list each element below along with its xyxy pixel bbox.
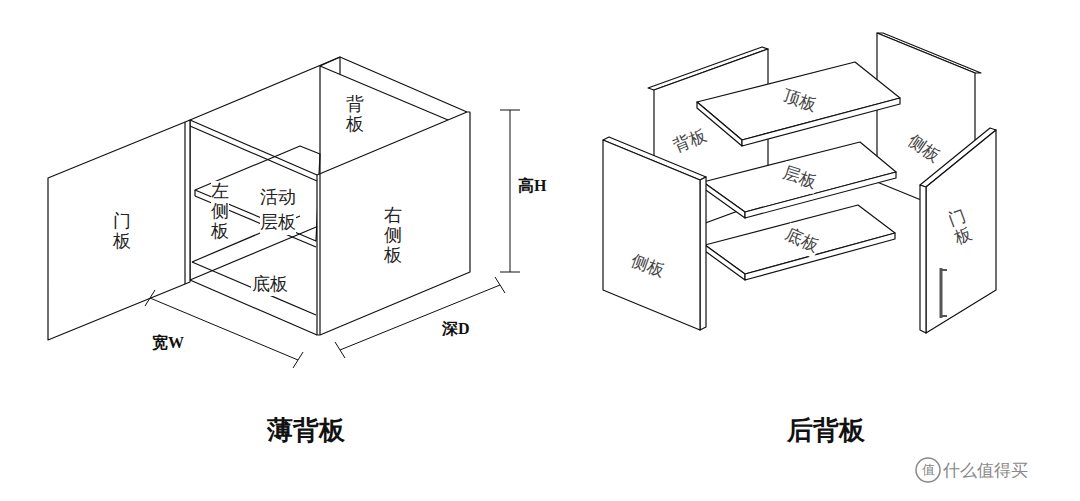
part-name: 右侧板: [384, 205, 402, 266]
part-name: 左侧板: [211, 181, 229, 242]
figure-caption: 薄背板: [266, 413, 346, 448]
door-handle: [940, 268, 943, 318]
dimension-tick: [145, 290, 155, 306]
part-name: 底板: [251, 272, 289, 296]
dimension-label: 高H: [517, 176, 547, 197]
height-dimension: [510, 110, 511, 272]
door-thickness: [920, 185, 926, 333]
layer-panel-thickness: [703, 182, 745, 218]
dimension-tick: [495, 277, 505, 293]
part-name: 活动层板: [260, 185, 296, 235]
layer-panel-thickness: [745, 172, 896, 218]
door-panel: [48, 120, 190, 340]
right-side-panel: [317, 112, 470, 335]
top-panel-thickness: [742, 98, 900, 146]
part-name: 背板: [346, 94, 364, 136]
door-edge: [184, 122, 185, 284]
width-dimension: [150, 298, 298, 360]
dimension-tick: [335, 342, 345, 358]
back-panel-edge: [320, 57, 340, 66]
side-panel: [603, 140, 700, 330]
bottom-panel-thickness: [705, 245, 745, 280]
dimension-tick: [293, 352, 303, 368]
door-handle: [941, 269, 947, 271]
top-rail: [190, 126, 317, 181]
dimension-tick: [500, 272, 520, 273]
shelf-edge: [194, 190, 195, 196]
right-panel-edge: [319, 174, 320, 335]
side-panel-thickness: [700, 177, 706, 330]
figure-caption: 后背板: [786, 413, 866, 448]
part-name: 门板: [113, 211, 131, 253]
watermark-icon-text: 值: [921, 461, 936, 479]
dimension-tick: [500, 110, 520, 111]
watermark: 什么值得买: [942, 459, 1029, 482]
door-handle: [941, 315, 947, 317]
dimension-label: 宽W: [151, 333, 185, 354]
watermark-icon: [916, 458, 940, 482]
dimension-label: 深D: [441, 319, 471, 340]
depth-dimension: [340, 285, 500, 350]
